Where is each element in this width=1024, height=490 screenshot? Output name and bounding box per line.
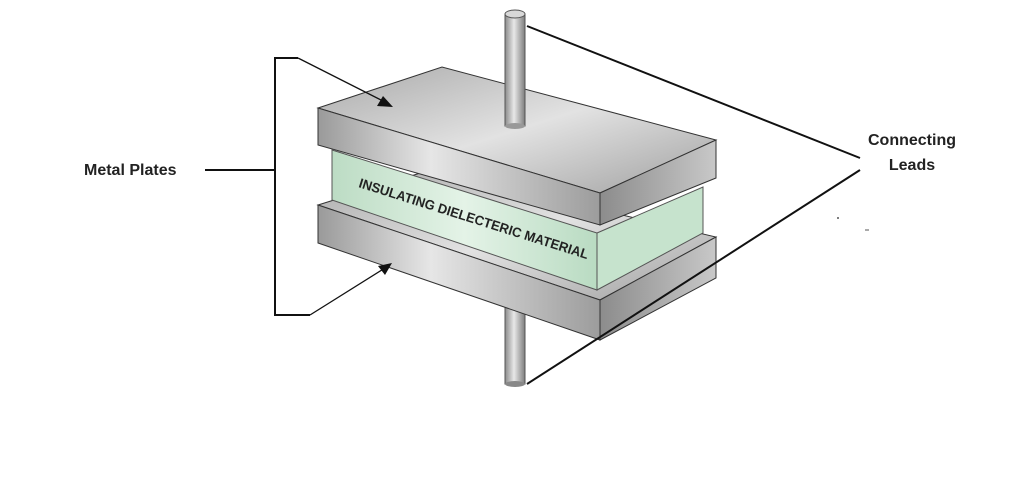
top-lead-rod-base [505, 123, 525, 129]
top-lead-rod-end [504, 9, 526, 19]
metal-plates-label: Metal Plates [84, 162, 177, 179]
top-metal-plate [316, 66, 718, 226]
connecting-leads-pointers [526, 25, 861, 385]
connecting-leads-line2: Leads [888, 157, 936, 174]
arrowhead-bottom-plate-icon [378, 263, 392, 275]
connecting-leads-label: Connecting Leads [858, 128, 966, 178]
arrowhead-top-plate-icon [377, 96, 393, 107]
metal-plates-bracket [205, 57, 386, 316]
connecting-leads-line1: Connecting [868, 132, 956, 149]
dielectric-block [331, 149, 704, 291]
speck [837, 217, 839, 219]
bottom-lead-rod-end [505, 381, 525, 387]
top-lead-rod [504, 13, 526, 127]
